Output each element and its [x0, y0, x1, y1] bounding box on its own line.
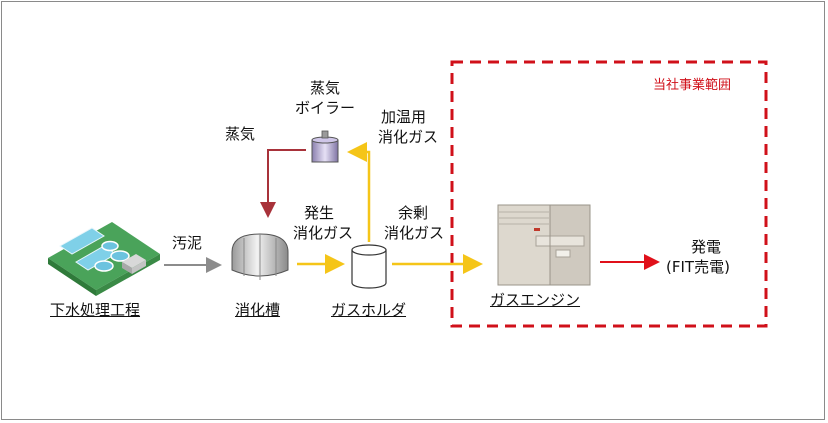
steam-boiler-illustration — [311, 130, 339, 163]
digester-label: 消化槽 — [235, 301, 281, 319]
surplus-gas-label-line2: 消化ガス — [384, 224, 445, 242]
gas-engine-label: ガスエンジン — [490, 291, 581, 309]
heating-gas-label-line2: 消化ガス — [378, 128, 439, 146]
steam-flow-label: 蒸気 — [225, 125, 256, 143]
gas-holder-illustration — [351, 244, 387, 289]
heating-gas-arrow — [347, 142, 371, 242]
digester-tank-illustration — [231, 233, 289, 280]
boiler-label-line1: 蒸気 — [309, 79, 340, 97]
company-scope-label: 当社事業範囲 — [653, 78, 732, 93]
sludge-flow-label: 汚泥 — [172, 234, 203, 252]
heating-gas-label-line1: 加温用 — [381, 108, 427, 126]
power-label-line1: 発電 — [690, 238, 721, 256]
power-label-line2: (FIT売電) — [666, 258, 730, 276]
boiler-label-line2: ボイラー — [294, 99, 355, 117]
generated-gas-label-line1: 発生 — [304, 204, 335, 222]
gas-holder-label: ガスホルダ — [331, 301, 407, 319]
steam-arrow — [260, 149, 306, 218]
sewage-treatment-label: 下水処理工程 — [50, 301, 141, 319]
gas-engine-illustration — [497, 204, 591, 286]
company-scope-box — [450, 60, 768, 328]
generated-gas-label-line2: 消化ガス — [293, 224, 354, 242]
sewage-plant-illustration — [48, 222, 160, 296]
surplus-gas-label-line1: 余剰 — [398, 204, 429, 222]
